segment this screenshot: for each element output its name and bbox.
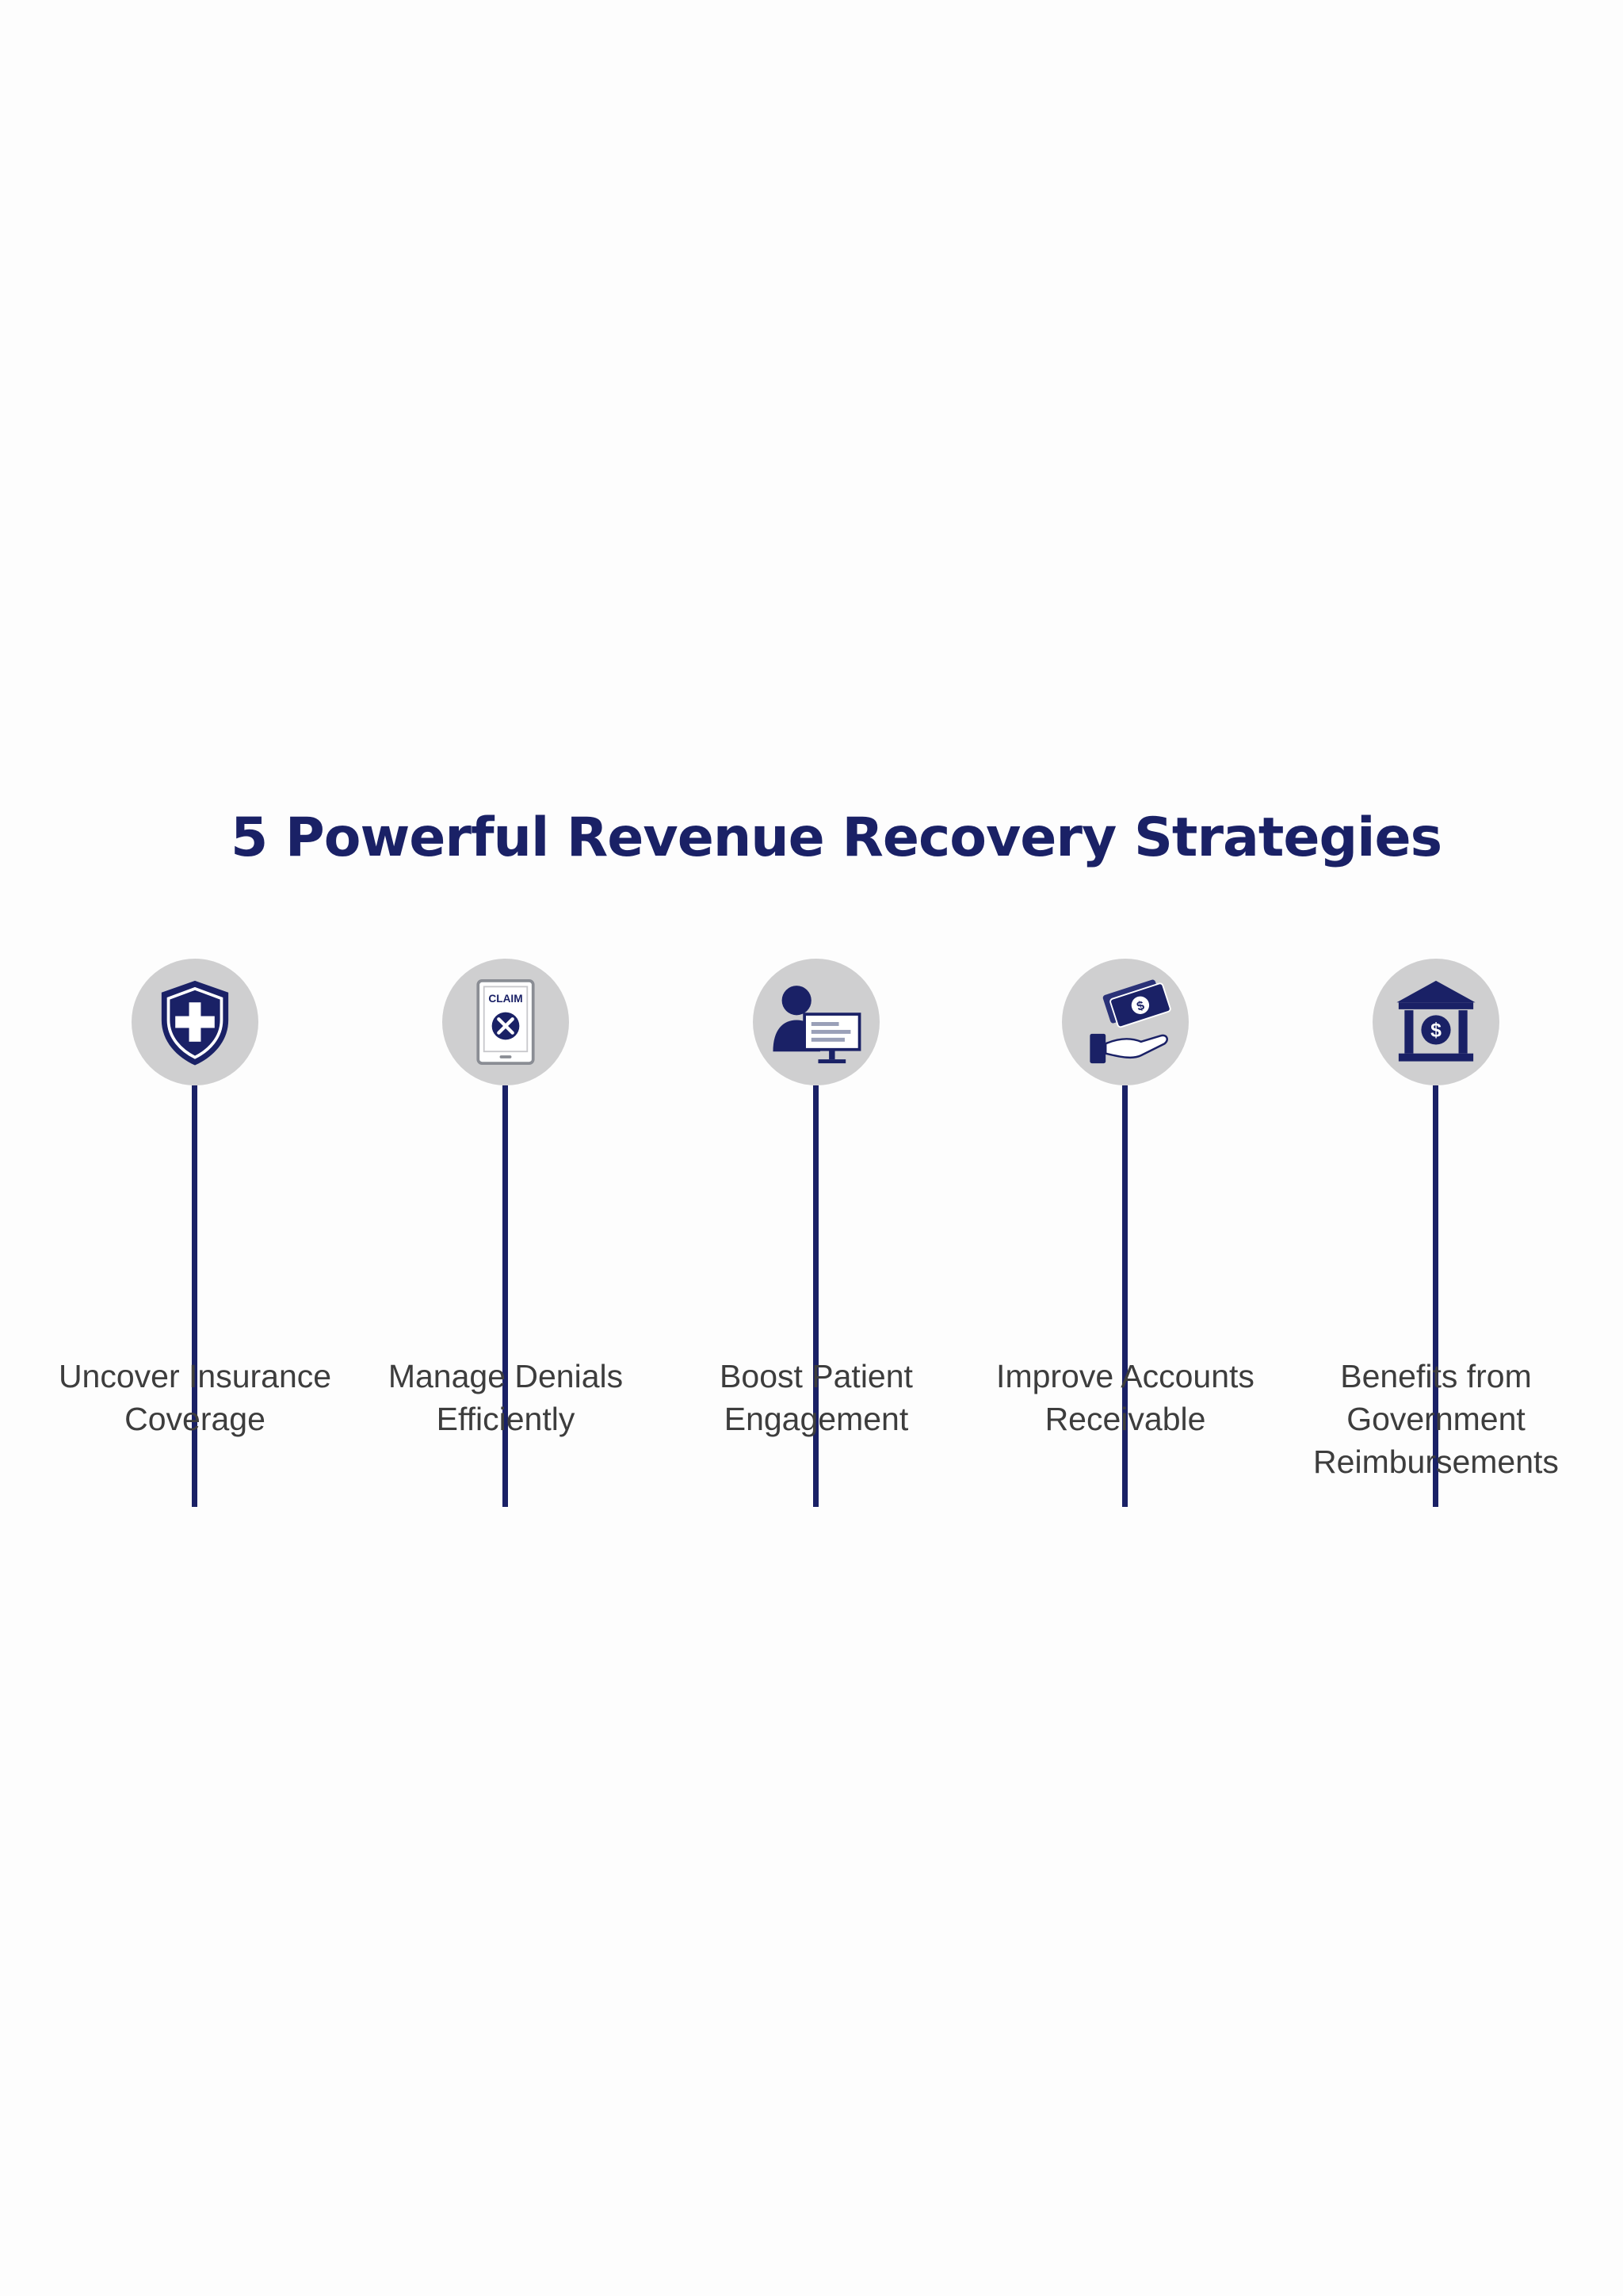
strategy-badge	[753, 959, 880, 1085]
connector-line	[502, 1085, 508, 1507]
svg-text:$: $	[1430, 1020, 1442, 1042]
connector-line	[1433, 1085, 1438, 1507]
hand-money-icon: $	[1090, 979, 1171, 1064]
strategy-label: Uncover Insurance Coverage	[58, 1358, 332, 1437]
strategy-badge: $	[1373, 959, 1499, 1085]
strategy-badge: CLAIM	[442, 959, 569, 1085]
connector-line	[1122, 1085, 1128, 1507]
claim-denied-icon: CLAIM	[476, 979, 535, 1065]
svg-text:CLAIM: CLAIM	[488, 993, 522, 1005]
shield-cross-icon	[161, 980, 229, 1066]
government-building-icon: $	[1396, 980, 1476, 1062]
strategy-label: Benefits from Government Reimbursements	[1313, 1358, 1559, 1480]
strategy-badge	[132, 959, 258, 1085]
connector-line	[813, 1085, 819, 1507]
strategy-label: Manage Denials Efficiently	[388, 1358, 624, 1437]
strategy-badge: $	[1062, 959, 1189, 1085]
strategy-label: Improve Accounts Receivable	[996, 1358, 1254, 1437]
patient-computer-icon	[773, 986, 861, 1064]
page-title: 5 Powerful Revenue Recovery Strategies	[230, 807, 1442, 869]
connector-line	[192, 1085, 197, 1507]
strategy-label: Boost Patient Engagement	[720, 1358, 913, 1437]
